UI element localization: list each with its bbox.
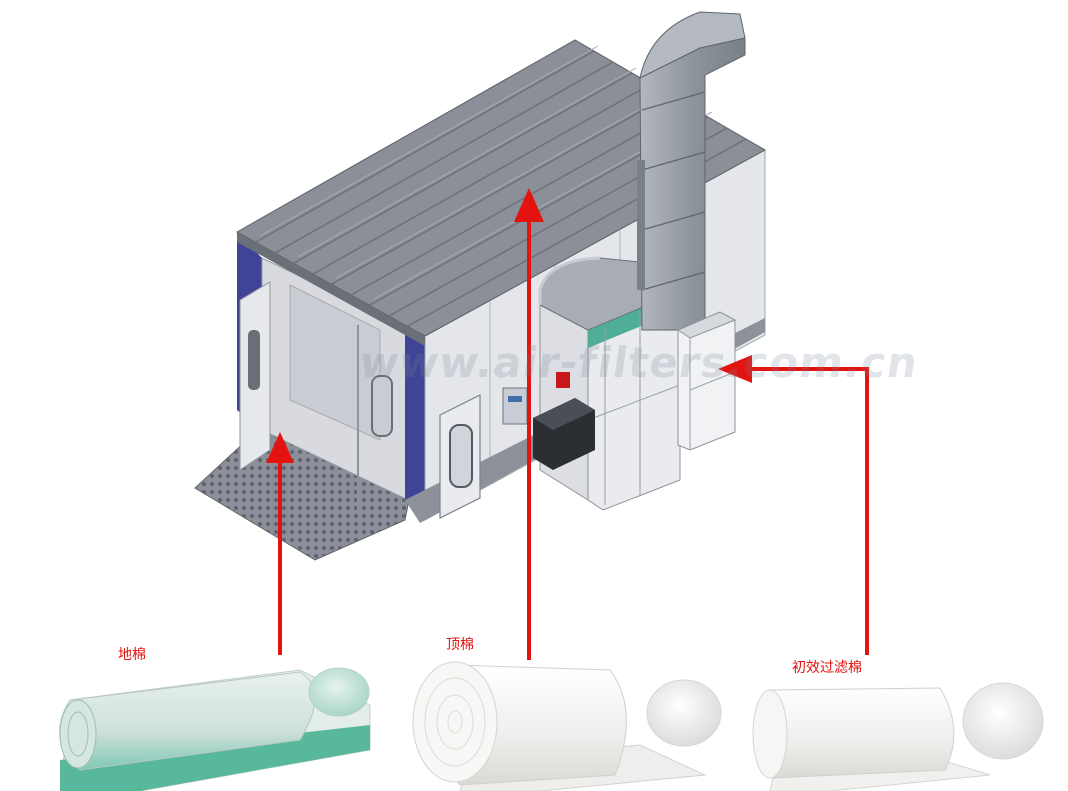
- floor-filter-roll: [59, 667, 371, 791]
- air-handling-unit: [533, 256, 681, 511]
- floor-filter-label: 地棉: [118, 647, 146, 663]
- exhaust-filter-box: [676, 311, 737, 451]
- side-door: [439, 387, 528, 519]
- arrow-ceiling: [514, 188, 544, 660]
- arrow-prefilter: [718, 355, 869, 655]
- ceiling-filter-roll: [412, 661, 722, 791]
- booth-front-door: [239, 281, 393, 510]
- ceiling-filter-label: 顶棉: [446, 637, 474, 653]
- arrow-floor: [266, 432, 294, 655]
- exhaust-duct: [637, 11, 746, 331]
- prefilter-roll: [752, 682, 1044, 791]
- watermark-text: www.air-filters.com.cn: [356, 338, 922, 387]
- prefilter-label: 初效过滤棉: [792, 660, 862, 676]
